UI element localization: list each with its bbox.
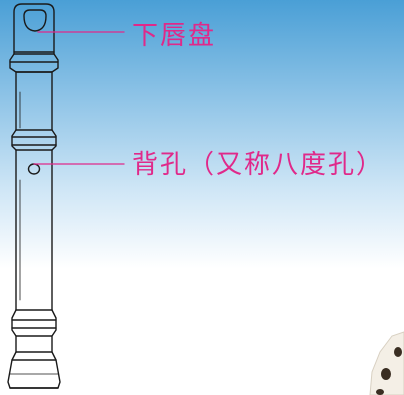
lip-plate [23, 9, 47, 32]
middle-joint [11, 129, 57, 151]
head-joint [9, 53, 59, 73]
upper-body [15, 71, 53, 131]
recorder-mouthpiece [13, 3, 55, 55]
thumb-hole [27, 163, 41, 175]
label-lip-plate: 下唇盘 [132, 21, 217, 51]
foot-joint [7, 309, 61, 389]
recorder-photo-fragment [369, 331, 404, 395]
lower-body [15, 149, 53, 311]
label-thumb-hole: 背孔（又称八度孔） [132, 150, 385, 180]
